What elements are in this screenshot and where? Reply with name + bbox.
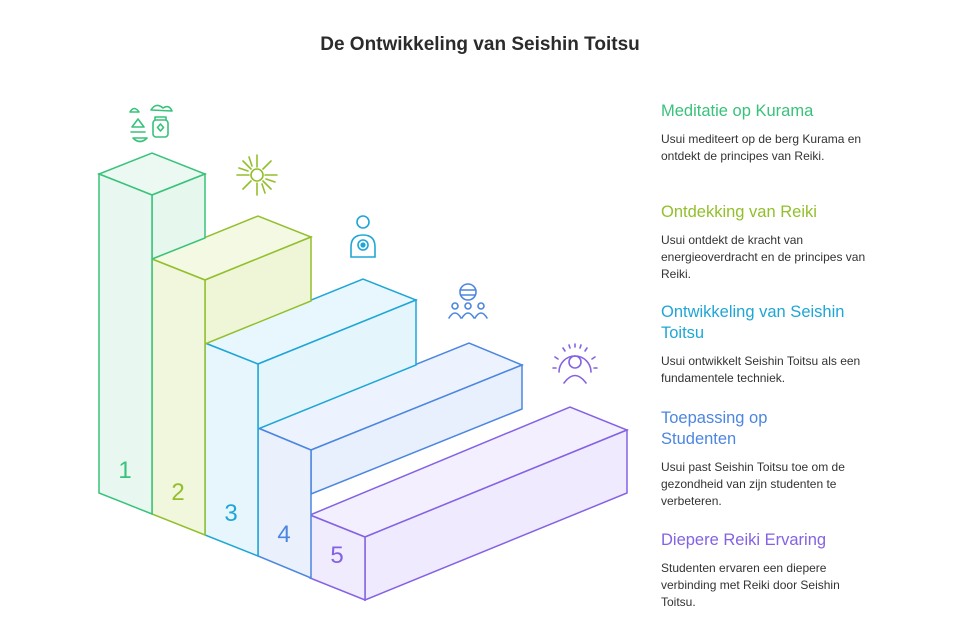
step-1-front	[98, 172, 153, 516]
diagram-title: De Ontwikkeling van Seishin Toitsu	[320, 34, 640, 55]
step-2	[149, 215, 314, 537]
step-number-3: 3	[224, 500, 237, 527]
step-1	[96, 152, 208, 516]
legend-desc-2: Usui ontdekt de kracht van energieoverdr…	[661, 233, 866, 281]
legend-title-4: Toepassing op Studenten	[661, 409, 768, 448]
legend-desc-5: Studenten ervaren een diepere verbinding…	[661, 561, 840, 609]
legend-title-1: Meditatie op Kurama	[661, 102, 814, 120]
step-number-1: 1	[118, 457, 131, 484]
step-5	[308, 406, 629, 602]
step-number-2: 2	[171, 479, 184, 506]
mountain-meditation-icon	[129, 104, 173, 143]
legend-item-5: Diepere Reiki Ervaring Studenten ervaren…	[661, 530, 871, 611]
person-energy-icon	[350, 215, 376, 258]
legend-title-2: Ontdekking van Reiki	[661, 203, 817, 221]
radiant-person-icon	[552, 343, 598, 384]
legend-title-3: Ontwikkeling van Seishin Toitsu	[661, 303, 845, 342]
legend-title-5: Diepere Reiki Ervaring	[661, 531, 827, 549]
legend-desc-1: Usui mediteert op de berg Kurama en ontd…	[661, 132, 862, 163]
sun-burst-icon	[236, 154, 278, 196]
legend-item-4: Toepassing op Studenten Usui past Seishi…	[661, 408, 871, 510]
legend-item-2: Ontdekking van Reiki Usui ontdekt de kra…	[661, 202, 871, 283]
step-number-4: 4	[277, 521, 290, 548]
step-4	[256, 342, 524, 580]
step-4-front	[257, 426, 312, 580]
group-students-icon	[448, 283, 488, 319]
step-number-5: 5	[330, 542, 343, 569]
legend-item-1: Meditatie op Kurama Usui mediteert op de…	[661, 101, 871, 165]
step-3	[202, 278, 419, 558]
legend-desc-3: Usui ontwikkelt Seishin Toitsu als een f…	[661, 354, 861, 385]
legend-desc-4: Usui past Seishin Toitsu toe om de gezon…	[661, 460, 845, 508]
legend-item-3: Ontwikkeling van Seishin Toitsu Usui ont…	[661, 302, 861, 387]
